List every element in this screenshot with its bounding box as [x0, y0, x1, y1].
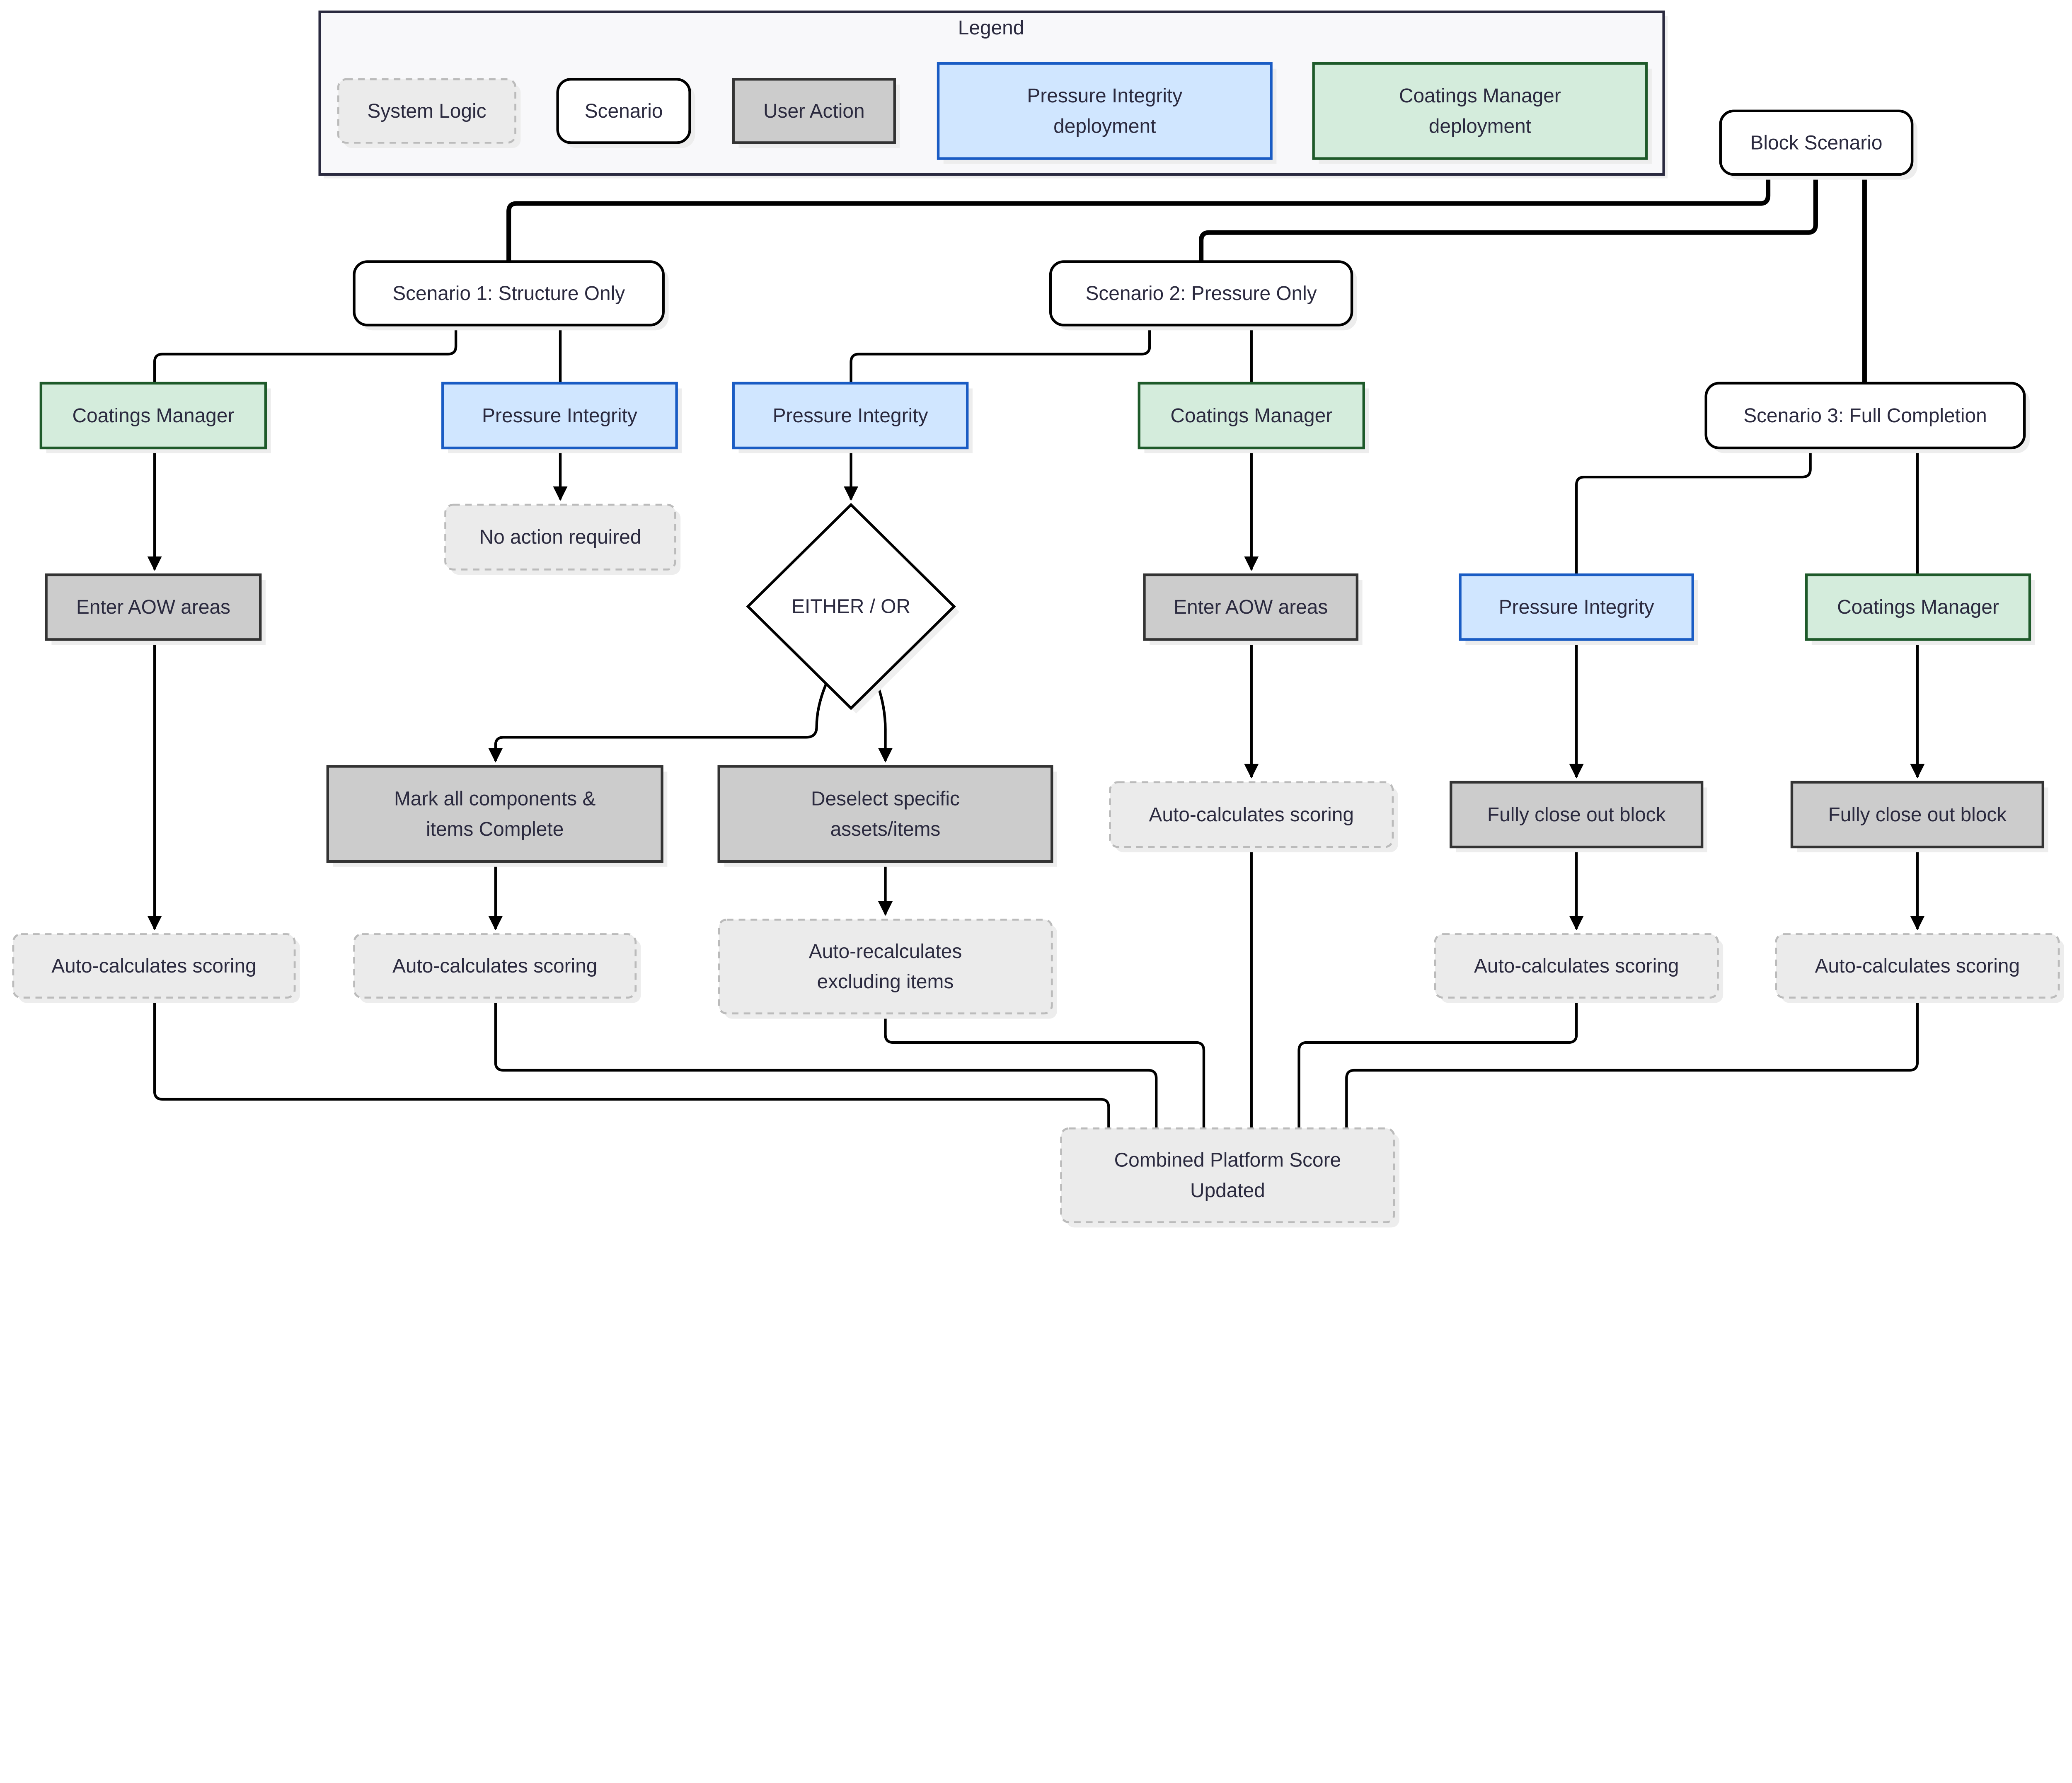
- node-coatings-manager-1: Coatings Manager: [39, 382, 271, 453]
- node-enter-aow-1-label: Enter AOW areas: [76, 596, 230, 618]
- node-auto-calc-cm3: Auto-calculates scoring: [1775, 933, 2064, 1003]
- node-enter-aow-2: Enter AOW areas: [1143, 573, 1363, 645]
- edge-connector: [876, 684, 893, 763]
- legend-system-logic-label: System Logic: [367, 100, 486, 122]
- node-auto-calc-2: Auto-calculates scoring: [353, 933, 641, 1003]
- node-auto-calc-pi3: Auto-calculates scoring: [1434, 933, 1723, 1003]
- legend-user-action: User Action: [732, 78, 900, 148]
- edge-connector: [1575, 448, 1812, 575]
- node-mark-all-label: items Complete: [426, 818, 564, 840]
- node-coatings-manager-3: Coatings Manager: [1805, 573, 2035, 645]
- node-auto-calc-1-label: Auto-calculates scoring: [51, 955, 256, 977]
- node-auto-recalc-label: Auto-recalculates: [809, 941, 962, 963]
- node-auto-calc-2-label: Auto-calculates scoring: [392, 955, 597, 977]
- node-scenario-1: Scenario 1: Structure Only: [353, 260, 669, 331]
- node-auto-calc-cm2: Auto-calculates scoring: [1109, 781, 1398, 852]
- legend-title: Legend: [958, 17, 1024, 39]
- node-deselect: Deselect specific assets/items: [717, 765, 1058, 867]
- edge-connector: [884, 1013, 1205, 1129]
- node-pressure-integrity-2-label: Pressure Integrity: [773, 405, 928, 427]
- node-pressure-integrity-3-label: Pressure Integrity: [1499, 596, 1654, 618]
- node-auto-recalc-label: excluding items: [817, 971, 954, 993]
- node-scenario-2-label: Scenario 2: Pressure Only: [1085, 283, 1317, 305]
- edge-connector: [488, 684, 827, 763]
- edge-connector: [1297, 997, 1578, 1129]
- legend-scenario: Scenario: [556, 78, 695, 148]
- node-auto-calc-pi3-label: Auto-calculates scoring: [1474, 955, 1679, 977]
- node-pressure-integrity-1: Pressure Integrity: [441, 382, 682, 453]
- node-combined-score-label: Updated: [1190, 1180, 1265, 1202]
- node-close-out-2-label: Fully close out block: [1828, 804, 2007, 826]
- edge-connector: [1345, 997, 1919, 1129]
- legend-scenario-label: Scenario: [585, 100, 663, 122]
- legend-coatings-manager-label: deployment: [1429, 115, 1531, 137]
- node-close-out-1-label: Fully close out block: [1487, 804, 1666, 826]
- legend-coatings-manager-label: Coatings Manager: [1399, 85, 1561, 107]
- node-auto-calc-cm2-label: Auto-calculates scoring: [1149, 804, 1354, 826]
- node-mark-all: Mark all components & items Complete: [326, 765, 668, 867]
- node-mark-all-label: Mark all components &: [394, 788, 596, 810]
- edge-connector: [506, 174, 1771, 262]
- node-enter-aow-1: Enter AOW areas: [45, 573, 266, 645]
- legend-system-logic: System Logic: [337, 78, 521, 148]
- node-auto-calc-cm3-label: Auto-calculates scoring: [1815, 955, 2020, 977]
- node-pressure-integrity-2: Pressure Integrity: [732, 382, 973, 453]
- legend-user-action-label: User Action: [763, 100, 865, 122]
- node-close-out-2: Fully close out block: [1790, 781, 2048, 852]
- node-coatings-manager-2: Coatings Manager: [1138, 382, 1369, 453]
- node-scenario-1-label: Scenario 1: Structure Only: [392, 283, 625, 305]
- node-deselect-label: assets/items: [830, 818, 941, 840]
- node-scenario-3: Scenario 3: Full Completion: [1704, 382, 2030, 453]
- edge-connector: [850, 325, 1151, 383]
- legend-coatings-manager: Coatings Manager deployment: [1312, 62, 1652, 164]
- node-no-action-label: No action required: [479, 526, 641, 548]
- edge-connector: [153, 997, 1110, 1129]
- edge-connector: [1199, 174, 1818, 262]
- node-auto-recalc: Auto-recalculates excluding items: [718, 918, 1058, 1019]
- node-auto-calc-1: Auto-calculates scoring: [12, 933, 300, 1003]
- node-either-or-label: EITHER / OR: [792, 596, 910, 618]
- legend-pressure-integrity-label: Pressure Integrity: [1027, 85, 1182, 107]
- node-no-action: No action required: [444, 503, 681, 575]
- node-coatings-manager-1-label: Coatings Manager: [72, 405, 234, 427]
- node-scenario-3-label: Scenario 3: Full Completion: [1743, 405, 1987, 427]
- edge-connector: [494, 997, 1158, 1129]
- node-combined-score-label: Combined Platform Score: [1114, 1149, 1341, 1171]
- node-pressure-integrity-1-label: Pressure Integrity: [482, 405, 637, 427]
- node-deselect-label: Deselect specific: [811, 788, 960, 810]
- node-scenario-2: Scenario 2: Pressure Only: [1049, 260, 1357, 331]
- node-coatings-manager-3-label: Coatings Manager: [1837, 596, 1999, 618]
- node-close-out-1: Fully close out block: [1450, 781, 1707, 852]
- node-pressure-integrity-3: Pressure Integrity: [1459, 573, 1698, 645]
- node-block-scenario-label: Block Scenario: [1750, 132, 1882, 154]
- legend-pressure-integrity: Pressure Integrity deployment: [937, 62, 1277, 164]
- node-either-or-decision: EITHER / OR: [746, 503, 960, 714]
- legend-pressure-integrity-label: deployment: [1053, 115, 1156, 137]
- node-block-scenario: Block Scenario: [1719, 109, 1917, 180]
- node-coatings-manager-2-label: Coatings Manager: [1170, 405, 1332, 427]
- edge-connector: [153, 325, 457, 383]
- node-enter-aow-2-label: Enter AOW areas: [1174, 596, 1328, 618]
- edges: [147, 174, 1925, 1129]
